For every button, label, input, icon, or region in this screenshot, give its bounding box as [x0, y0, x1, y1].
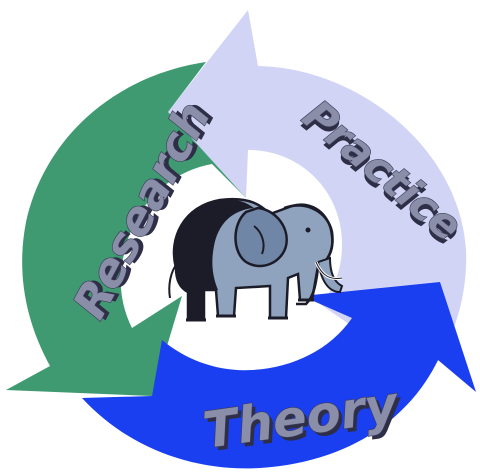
research-arrow — [6, 62, 246, 396]
elephant-icon — [168, 197, 344, 322]
theory-arrow — [82, 282, 476, 469]
